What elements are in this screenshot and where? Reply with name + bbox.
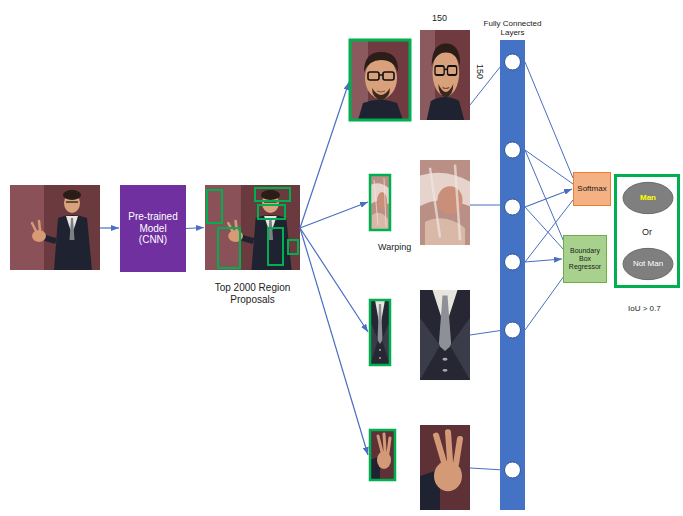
fc-layer-bar: Fully Connected Layers [500,40,525,510]
crop-image [350,40,410,120]
neuron [505,322,521,338]
fan-line [525,207,564,250]
input-photo [10,185,100,270]
warped-image [420,290,470,380]
model-box: Pre-trained Model (CNN) [120,185,186,272]
size-label: 150 [432,14,447,24]
fan-line [525,276,564,330]
region-box [258,205,285,219]
crop-border [370,300,390,365]
warped-image [420,425,470,510]
neuron [505,254,521,270]
flow-arrow [300,228,368,455]
node-text: Top 2000 Region Proposals [195,282,310,305]
node-text: Boundary Box Regressor [566,247,604,271]
proposals-photo [205,185,300,270]
neuron-column [500,40,525,510]
flow-connector [186,228,204,229]
crop-image [370,300,390,365]
flow-arrow [300,202,368,228]
class-ellipse-shape [623,248,673,279]
neuron [505,54,521,70]
flow-arrow [100,227,119,228]
feature-line [470,468,504,470]
node-text: Not Man [633,259,663,268]
warped-image [420,30,470,120]
flow-connector [525,189,572,207]
neuron [505,199,521,215]
output-box: Or ManNot Man [614,174,680,288]
flow-connector [525,259,562,262]
proposal-arrows [300,82,368,455]
flow-arrow [300,228,368,332]
node-text: Or [617,227,677,237]
neuron [505,142,521,158]
node-text: Pre-trained Model (CNN) [124,211,182,246]
fan-line [525,62,573,178]
warped-image [420,160,470,245]
feature-line [470,62,504,105]
regressor-box: Boundary Box Regressor [563,235,607,283]
node-text: Fully Connected Layers [480,19,545,37]
crop-border [370,175,390,230]
crop-image [370,175,390,230]
feature-line [470,330,504,335]
class-ellipse: Not Man [622,247,674,281]
size-label: 150 [474,64,484,79]
class-ellipse: Man [622,181,674,215]
crop-border [370,430,395,480]
node-text: Man [640,193,656,202]
region-box [207,190,222,223]
flow-arrow [300,82,349,228]
neuron [505,462,521,478]
node-text: Softmax [577,184,606,193]
region-box [268,228,283,265]
class-ellipse-shape [623,182,673,213]
metric-label: IoU > 0.7 [628,305,661,314]
region-box [218,228,240,268]
softmax-box: Softmax [573,172,611,206]
crop-image [370,430,395,480]
proposals-image: Top 2000 Region Proposals [205,185,300,270]
crop-border [350,40,410,120]
region-box [288,240,298,254]
step-label: Warping [378,243,411,253]
region-box [255,188,290,201]
region-boxes [207,188,298,268]
feature-line [470,205,504,206]
